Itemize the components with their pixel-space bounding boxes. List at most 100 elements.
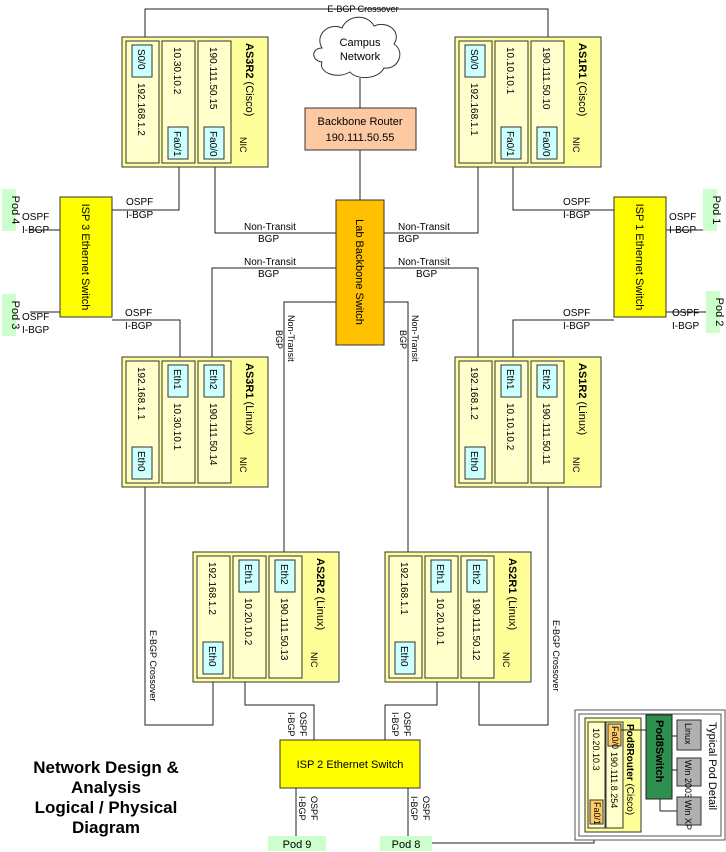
backbone-router-name: Backbone Router xyxy=(318,116,403,128)
router-ip-link: 10.30.10.1 xyxy=(171,403,182,451)
ospf-label: OSPF xyxy=(402,712,412,737)
bgp-label: BGP xyxy=(258,269,279,280)
router-port-label: Eth0 xyxy=(206,646,217,667)
ibgp-label: I-BGP xyxy=(409,796,419,821)
ospf-label: OSPF xyxy=(126,197,153,208)
router-title: AS3R2 (Cisco) xyxy=(243,43,255,116)
crossover-top-label: E-BGP Crossover xyxy=(327,4,398,14)
pod-8: Pod 8 xyxy=(380,836,432,851)
ospf-label: OSPF xyxy=(421,796,431,821)
wires xyxy=(30,8,708,844)
pod-2: Pod 2 xyxy=(706,291,725,333)
isp2-switch: ISP 2 Ethernet Switch xyxy=(279,739,421,789)
router-port-label: Eth1 xyxy=(242,564,253,585)
router-port-label: Eth0 xyxy=(135,451,146,472)
router-port xyxy=(464,44,486,78)
title-line-4: Diagram xyxy=(71,818,141,837)
router-ip-lan: 192.168.1.2 xyxy=(468,367,479,420)
router-os: (Linux) xyxy=(506,593,518,630)
non-transit-label: Non-Transit xyxy=(398,222,450,233)
pod-4: Pod 4 xyxy=(2,189,21,231)
ibgp-label: I-BGP xyxy=(563,321,591,332)
router-port xyxy=(203,126,225,160)
router-ip-link: 10.30.10.2 xyxy=(171,47,182,95)
crossover-side-label: E-BGP Crossover xyxy=(551,620,561,691)
router-ip-backbone: 190.111.50.12 xyxy=(470,598,481,661)
router-ip-link: 10.10.10.2 xyxy=(504,403,515,451)
bgp-label: BGP xyxy=(274,330,284,349)
pod-router-title: Pod8Router (Cisco) xyxy=(624,724,635,815)
host-winxp-label: Win XP xyxy=(683,800,693,830)
campus-label-line2: Network xyxy=(340,51,381,63)
host-winxp-box xyxy=(676,796,702,826)
router-port-label: Eth2 xyxy=(278,564,289,585)
router-ip-link: 10.20.10.1 xyxy=(434,598,445,646)
router-port xyxy=(466,559,488,593)
non-transit-label: Non-Transit xyxy=(244,257,296,268)
bgp-label: BGP xyxy=(398,234,419,245)
router-name: AS2R2 xyxy=(314,558,326,593)
non-transit-label: Non-Transit xyxy=(398,257,450,268)
router-port-label: Eth1 xyxy=(434,564,445,585)
router-port xyxy=(430,559,452,593)
ibgp-label: I-BGP xyxy=(22,225,50,236)
ospf-label: OSPF xyxy=(669,212,696,223)
campus-network: Campus Network xyxy=(313,16,401,78)
pod-detail: Typical Pod Detail Pod8Switch Linux Win … xyxy=(574,709,726,841)
isp1-switch-label: ISP 1 Ethernet Switch xyxy=(633,204,645,311)
router-os: (Linux) xyxy=(314,593,326,630)
backbone-switch: Lab Backbone Switch xyxy=(335,199,385,346)
router-ip-lan: 192.168.1.2 xyxy=(206,562,217,615)
router-ip-lan: 192.168.1.1 xyxy=(135,367,146,420)
router-port xyxy=(274,559,296,593)
router-os: (Cisco) xyxy=(243,78,255,116)
router-ip-backbone: 190.111.50.11 xyxy=(540,403,551,465)
pod-switch-label: Pod8Switch xyxy=(653,720,665,783)
title-line-2: Analysis xyxy=(71,778,141,797)
non-transit-label: Non-Transit xyxy=(244,222,296,233)
crossover-side-label: E-BGP Crossover xyxy=(148,630,158,701)
ospf-label: OSPF xyxy=(563,308,590,319)
ospf-label: OSPF xyxy=(672,308,699,319)
router-ip-backbone: 190.111.50.15 xyxy=(207,47,218,110)
router-ip-backbone: 190.111.50.13 xyxy=(278,598,289,661)
router-ip-lan: 192.168.1.2 xyxy=(135,83,146,136)
router-ip-link: 10.20.10.2 xyxy=(242,598,253,646)
router-os: (Linux) xyxy=(576,398,588,435)
title-line-3: Logical / Physical xyxy=(34,798,178,817)
router-nic-label: NIC xyxy=(571,457,581,473)
ospf-label: OSPF xyxy=(22,312,49,323)
pod-8-label: Pod 8 xyxy=(392,839,421,851)
ospf-label: OSPF xyxy=(125,308,152,319)
router-port xyxy=(202,641,224,675)
router-nic-label: NIC xyxy=(238,457,248,473)
isp2-switch-label: ISP 2 Ethernet Switch xyxy=(297,759,404,771)
router-os: (Linux) xyxy=(243,398,255,435)
link-labels: E-BGP Crossover OSPF I-BGP OSPF I-BGP OS… xyxy=(22,4,700,821)
router-port xyxy=(536,126,558,160)
router-name: AS3R2 xyxy=(243,43,255,78)
host-linux-label: Linux xyxy=(683,723,693,745)
pod-router-port-bottom xyxy=(589,799,604,825)
router-port-label: Fa0/1 xyxy=(504,131,515,157)
ospf-label: OSPF xyxy=(22,212,49,223)
router-port-label: S0/0 xyxy=(468,49,479,70)
router-nic-label: NIC xyxy=(571,137,581,153)
isp3-switch-label: ISP 3 Ethernet Switch xyxy=(79,204,91,311)
pod-3-label: Pod 3 xyxy=(9,301,21,330)
ibgp-label: I-BGP xyxy=(125,321,153,332)
router-name: AS2R1 xyxy=(506,558,518,593)
router-port xyxy=(536,364,558,398)
pod-router-ip-lan: 190.111.8.254 xyxy=(609,752,619,808)
router-title: AS1R1 (Cisco) xyxy=(576,43,588,116)
router-ip-lan: 192.168.1.1 xyxy=(468,83,479,136)
router-nic-label: NIC xyxy=(238,137,248,153)
bgp-label: BGP xyxy=(416,269,437,280)
backbone-router-ip: 190.111.50.55 xyxy=(326,132,395,144)
router-port xyxy=(394,641,416,675)
router-port xyxy=(203,364,225,398)
